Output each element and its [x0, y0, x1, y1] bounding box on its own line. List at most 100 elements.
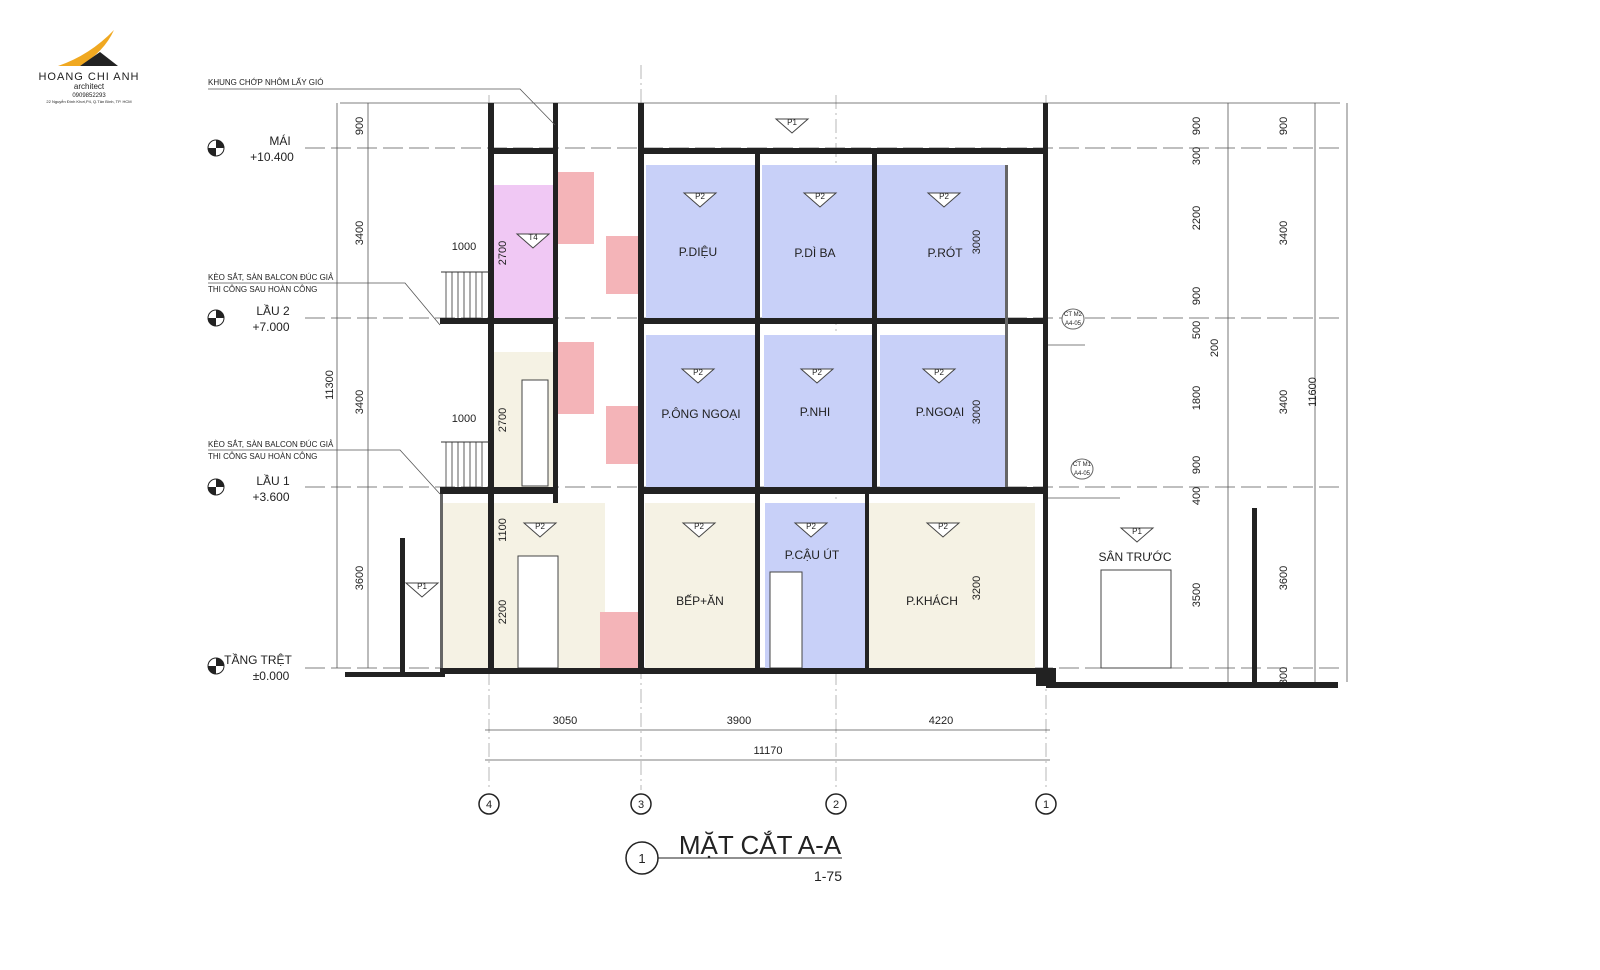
svg-text:TẦNG TRỆT: TẦNG TRỆT — [224, 652, 292, 667]
svg-text:3600: 3600 — [354, 566, 366, 590]
logo-address: 22 Nguyễn Đình Khơi,P4, Q.Tân Bình, TP. … — [46, 99, 131, 104]
finish-tags: P1 P2 P2 P2 T4 P2 P2 P2 P2 P2 P2 P2 P1 P… — [404, 118, 1155, 598]
svg-text:P2: P2 — [938, 522, 948, 531]
detail-callout-ct-m2: CT M2 A4-05 — [1061, 308, 1085, 330]
svg-text:P2: P2 — [693, 368, 703, 377]
room-p-cau-ut: P.CẬU ÚT — [785, 547, 840, 562]
svg-text:200: 200 — [1209, 339, 1221, 357]
svg-text:11170: 11170 — [754, 745, 783, 757]
svg-text:T4: T4 — [528, 233, 538, 242]
title-number: 1 — [638, 851, 645, 866]
svg-text:LẦU 1: LẦU 1 — [256, 473, 290, 488]
note-balcony-1a: KÈO SẮT, SÀN BALCON ĐÚC GIẢ — [208, 440, 334, 449]
grid-axes: 4 3 2 1 — [478, 793, 1057, 815]
svg-text:2700: 2700 — [497, 241, 509, 265]
svg-text:LẦU 2: LẦU 2 — [256, 303, 290, 318]
svg-text:11300: 11300 — [324, 370, 336, 400]
logo-phone: 0909852293 — [72, 93, 106, 99]
svg-text:1000: 1000 — [452, 241, 476, 253]
svg-text:+10.400: +10.400 — [250, 150, 294, 164]
level-markers: MÁI +10.400 LẦU 2 +7.000 LẦU 1 +3.600 TẦ… — [207, 133, 294, 683]
svg-text:CT M2: CT M2 — [1064, 312, 1083, 318]
svg-text:4: 4 — [486, 799, 492, 811]
structure — [345, 103, 1338, 688]
svg-text:3000: 3000 — [971, 400, 983, 424]
svg-text:900: 900 — [1191, 287, 1203, 305]
svg-text:900: 900 — [354, 117, 366, 135]
svg-text:MÁI: MÁI — [269, 133, 290, 148]
level-tang-tret: TẦNG TRỆT ±0.000 — [207, 652, 293, 683]
room-labels: P.DIỆU P.DÌ BA P.RÓT P.ÔNG NGOẠI P.NHI P… — [661, 244, 1171, 608]
svg-text:11600: 11600 — [1307, 377, 1319, 407]
svg-text:900: 900 — [1191, 456, 1203, 474]
grid-axis-4: 4 — [478, 793, 500, 815]
level-lau-2: LẦU 2 +7.000 — [207, 303, 290, 334]
title-scale: 1-75 — [814, 868, 842, 884]
svg-text:1100: 1100 — [497, 518, 509, 542]
svg-text:P2: P2 — [812, 368, 822, 377]
room-p-ong-ngoai: P.ÔNG NGOẠI — [661, 406, 740, 421]
svg-text:1: 1 — [1043, 799, 1049, 811]
svg-text:+7.000: +7.000 — [252, 320, 289, 334]
level-lau-1: LẦU 1 +3.600 — [207, 473, 290, 504]
svg-text:2200: 2200 — [497, 600, 509, 624]
svg-text:A4-05: A4-05 — [1074, 471, 1091, 477]
svg-text:4220: 4220 — [929, 715, 953, 727]
room-fills — [443, 165, 1172, 669]
annotations: KHUNG CHỚP NHÔM LẤY GIÓ KÈO SẮT, SÀN BAL… — [208, 77, 556, 495]
svg-text:P2: P2 — [694, 522, 704, 531]
room-san-truoc: SÂN TRƯỚC — [1099, 549, 1172, 564]
svg-text:3900: 3900 — [727, 715, 751, 727]
svg-text:1800: 1800 — [1191, 386, 1203, 410]
note-balcony-2a: KÈO SẮT, SÀN BALCON ĐÚC GIẢ — [208, 273, 334, 282]
svg-text:CT M1: CT M1 — [1073, 462, 1092, 468]
svg-text:3: 3 — [638, 799, 644, 811]
svg-text:P2: P2 — [535, 522, 545, 531]
svg-text:3050: 3050 — [553, 715, 577, 727]
grid-axis-1: 1 — [1035, 793, 1057, 815]
svg-text:+3.600: +3.600 — [252, 490, 289, 504]
svg-text:400: 400 — [1191, 487, 1203, 505]
svg-text:2: 2 — [833, 799, 839, 811]
svg-text:3400: 3400 — [354, 390, 366, 414]
svg-text:2700: 2700 — [497, 408, 509, 432]
grid-axis-2: 2 — [825, 793, 847, 815]
dimensions: 900 3400 3400 3600 11300 1000 1000 2700 … — [324, 103, 1348, 761]
logo-roof-icon — [58, 30, 114, 66]
title-name: MẶT CẮT A-A — [679, 830, 842, 860]
svg-text:3400: 3400 — [1278, 390, 1290, 414]
logo-sub: architect — [74, 82, 105, 91]
svg-text:1000: 1000 — [452, 413, 476, 425]
svg-text:P2: P2 — [939, 192, 949, 201]
svg-text:3500: 3500 — [1191, 583, 1203, 607]
svg-text:500: 500 — [1191, 321, 1203, 339]
svg-text:900: 900 — [1278, 117, 1290, 135]
svg-text:P2: P2 — [806, 522, 816, 531]
room-p-nhi: P.NHI — [800, 405, 830, 419]
svg-text:300: 300 — [1191, 147, 1203, 165]
room-bep-an: BẾP+ĂN — [676, 593, 724, 608]
room-p-di-ba: P.DÌ BA — [794, 245, 835, 260]
room-p-khach: P.KHÁCH — [906, 593, 958, 608]
logo: HOANG CHI ANH architect 0909852293 22 Ng… — [38, 30, 139, 104]
svg-text:A4-05: A4-05 — [1065, 321, 1082, 327]
detail-callout-ct-m1: CT M1 A4-05 — [1070, 458, 1094, 480]
note-balcony-1b: THI CÔNG SAU HOÀN CÔNG — [208, 452, 317, 461]
svg-text:3400: 3400 — [354, 221, 366, 245]
svg-text:3400: 3400 — [1278, 221, 1290, 245]
svg-text:3600: 3600 — [1278, 566, 1290, 590]
note-louver: KHUNG CHỚP NHÔM LẤY GIÓ — [208, 77, 323, 87]
svg-text:±0.000: ±0.000 — [253, 669, 290, 683]
svg-text:P2: P2 — [934, 368, 944, 377]
svg-text:2200: 2200 — [1191, 206, 1203, 230]
svg-text:P2: P2 — [695, 192, 705, 201]
svg-text:3200: 3200 — [971, 576, 983, 600]
room-p-dieu: P.DIỆU — [679, 244, 717, 259]
room-p-rot: P.RÓT — [927, 245, 963, 260]
svg-text:P1: P1 — [417, 582, 427, 591]
svg-text:P2: P2 — [815, 192, 825, 201]
svg-text:300: 300 — [1278, 667, 1290, 685]
svg-text:P1: P1 — [787, 118, 797, 127]
note-balcony-2b: THI CÔNG SAU HOÀN CÔNG — [208, 285, 317, 294]
